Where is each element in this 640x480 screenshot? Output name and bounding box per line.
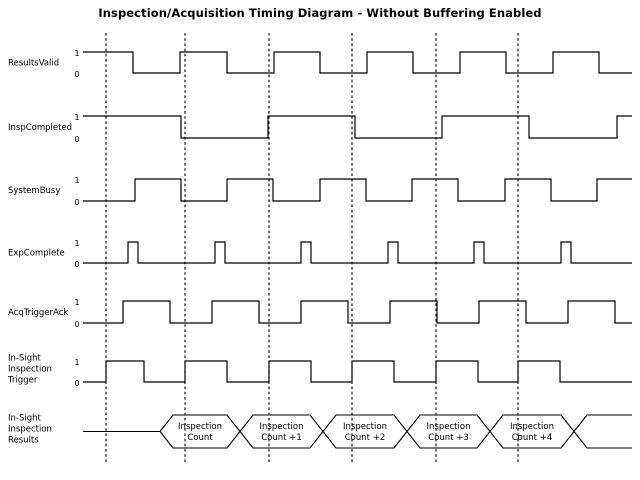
level-high-label-AcqTriggerAck: 1 xyxy=(74,298,79,307)
level-high-label-InSightInspectionTrigger: 1 xyxy=(74,358,79,367)
level-high-label-SystemBusy: 1 xyxy=(74,176,79,185)
bus-cell-text: Inspection xyxy=(178,422,222,432)
level-high-label-InspCompleted: 1 xyxy=(74,113,79,122)
bus-tail-open xyxy=(573,414,632,449)
level-low-label-ExpComplete: 0 xyxy=(74,260,79,269)
signal-label-AcqTriggerAck: AcqTriggerAck xyxy=(8,308,68,318)
signal-row-ExpComplete: ExpComplete 1 0 xyxy=(8,239,632,269)
gridline-group xyxy=(105,33,519,462)
page-title: Inspection/Acquisition Timing Diagram - … xyxy=(98,6,542,20)
waveform-InSightInspectionTrigger xyxy=(83,360,632,383)
signal-label-InSightInspectionTrigger: Inspection xyxy=(8,365,52,375)
bus-cell-text: Count +4 xyxy=(512,433,552,443)
level-low-label-ResultsValid: 0 xyxy=(74,70,79,79)
signal-label-ExpComplete: ExpComplete xyxy=(8,249,65,259)
waveform-SystemBusy xyxy=(83,178,632,202)
level-low-label-InspCompleted: 0 xyxy=(74,135,79,144)
bus-label-InSightInspectionResults: In-Sight xyxy=(8,414,42,424)
bus-cell-text: Count +2 xyxy=(345,433,385,443)
bus-cell-text: Count +1 xyxy=(261,433,301,443)
bus-label-InSightInspectionResults: Inspection xyxy=(8,425,52,435)
bus-row-InSightInspectionResults: In-SightInspectionResultsInspectionCount… xyxy=(8,414,632,449)
waveform-ResultsValid xyxy=(83,51,632,74)
level-low-label-AcqTriggerAck: 0 xyxy=(74,320,79,329)
signal-label-InSightInspectionTrigger: Trigger xyxy=(7,376,38,386)
signal-group: ResultsValid10InspCompleted10SystemBusy1… xyxy=(7,49,632,388)
bus-row-group: In-SightInspectionResultsInspectionCount… xyxy=(8,414,632,449)
bus-cell-text: Inspection xyxy=(510,422,554,432)
level-high-label-ResultsValid: 1 xyxy=(74,49,79,58)
level-high-label-ExpComplete: 1 xyxy=(74,239,79,248)
signal-row-SystemBusy: SystemBusy 1 0 xyxy=(8,176,632,207)
bus-label-InSightInspectionResults: Results xyxy=(8,436,39,446)
bus-cell-text: Inspection xyxy=(260,422,304,432)
level-low-label-InSightInspectionTrigger: 0 xyxy=(74,379,79,388)
signal-label-InSightInspectionTrigger: In-Sight xyxy=(8,354,42,364)
signal-label-ResultsValid: ResultsValid xyxy=(8,59,59,69)
signal-row-ResultsValid: ResultsValid 1 0 xyxy=(8,49,632,79)
waveform-InspCompleted xyxy=(83,115,632,139)
waveform-ExpComplete xyxy=(83,241,632,264)
level-low-label-SystemBusy: 0 xyxy=(74,198,79,207)
signal-row-AcqTriggerAck: AcqTriggerAck 1 0 xyxy=(8,298,632,329)
signal-label-SystemBusy: SystemBusy xyxy=(8,186,60,196)
bus-cell-text: Count xyxy=(187,433,213,443)
bus-cell-text: Inspection xyxy=(427,422,471,432)
bus-cell-text: Count +3 xyxy=(428,433,468,443)
waveform-AcqTriggerAck xyxy=(83,300,632,324)
bus-cell-text: Inspection xyxy=(343,422,387,432)
signal-label-InspCompleted: InspCompleted xyxy=(8,123,72,133)
